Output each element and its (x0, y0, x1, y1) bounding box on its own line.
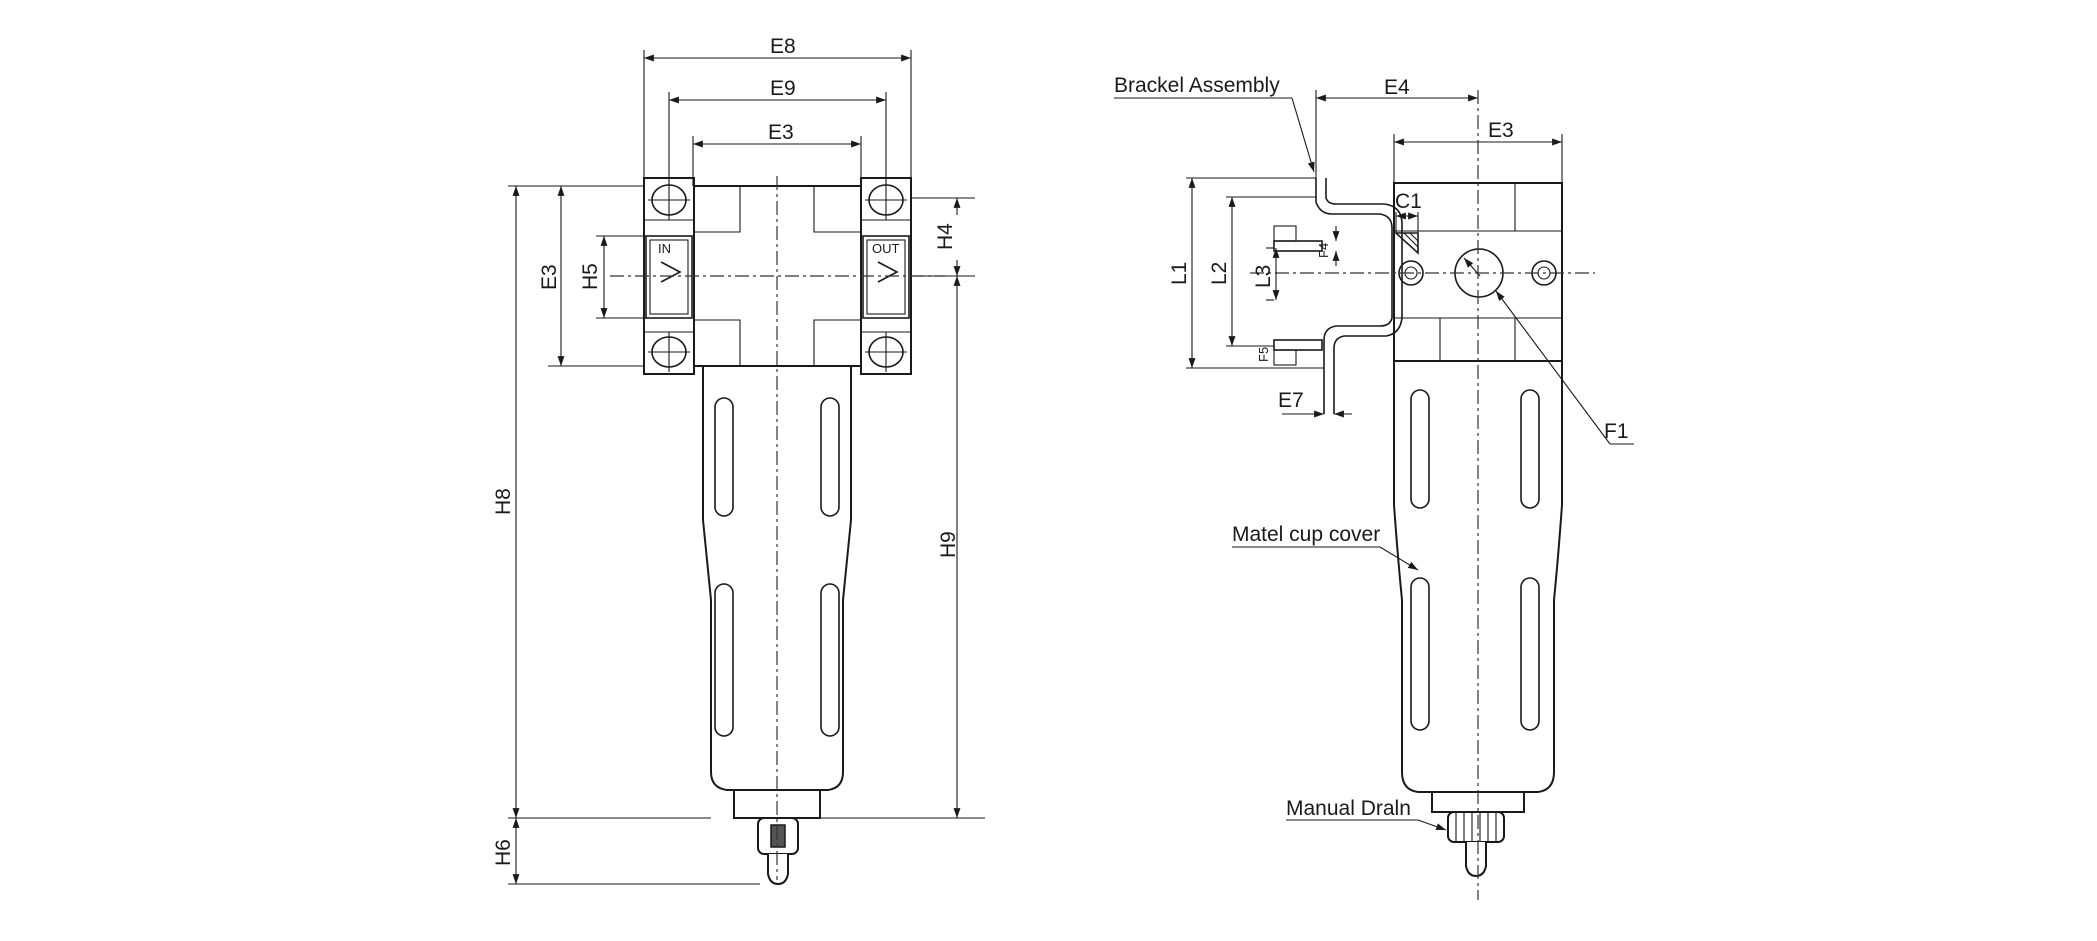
dim-F4-label: F4 (1316, 243, 1331, 258)
front-bowl-slot (820, 397, 840, 517)
dim-H8-label: H8 (492, 488, 515, 515)
dim-E8-label: E8 (770, 35, 796, 58)
side-mount-hole (1398, 260, 1424, 286)
dim-E3-side-label: E3 (1488, 119, 1514, 142)
port-out-label: OUT (872, 241, 900, 256)
callout-manual-drain: Manual Draln (1286, 797, 1411, 820)
dim-L1-label: L1 (1168, 262, 1191, 285)
front-view: IN OUT (492, 35, 985, 886)
dim-E7-label: E7 (1278, 389, 1304, 412)
dim-H4-label: H4 (934, 223, 957, 250)
dim-H6-label: H6 (492, 839, 515, 866)
front-bowl-slot (820, 583, 840, 737)
side-bowl-slot (1520, 389, 1540, 509)
front-head-cross (693, 186, 861, 366)
bracket-stud (1273, 339, 1323, 351)
dim-F1-label: F1 (1604, 420, 1629, 443)
front-drain-indicator (770, 824, 786, 848)
dim-C1-label: C1 (1395, 190, 1422, 213)
dim-H5-label: H5 (579, 263, 602, 290)
callout-cup-cover: Matel cup cover (1232, 523, 1380, 546)
bracket-stud (1273, 240, 1323, 252)
bracket-assembly (1315, 178, 1403, 414)
front-left-flange: IN (643, 177, 695, 375)
dim-E3-label: E3 (768, 121, 794, 144)
side-bowl-slot (1410, 389, 1430, 509)
dim-E3-vertical-label: E3 (538, 264, 561, 290)
dim-F5-label: F5 (1256, 347, 1271, 362)
side-view: E4 E3 C1 L1 L2 L3 F4 F5 (1114, 74, 1634, 900)
dim-L2-label: L2 (1208, 262, 1231, 285)
dim-E4-label: E4 (1384, 76, 1410, 99)
side-chamfer (1393, 232, 1419, 255)
side-bowl-slot (1520, 577, 1540, 731)
callout-bracket-assembly: Brackel Assembly (1114, 74, 1280, 97)
dim-E9-label: E9 (770, 77, 796, 100)
side-drain-nozzle (1465, 842, 1487, 878)
front-bowl-slot (714, 397, 734, 517)
dim-L3-label: L3 (1252, 265, 1275, 288)
side-bowl-slot (1410, 577, 1430, 731)
front-bowl-slot (714, 583, 734, 737)
dim-H9-label: H9 (937, 531, 960, 558)
front-drain-nozzle (767, 854, 789, 886)
port-in-label: IN (658, 241, 671, 256)
